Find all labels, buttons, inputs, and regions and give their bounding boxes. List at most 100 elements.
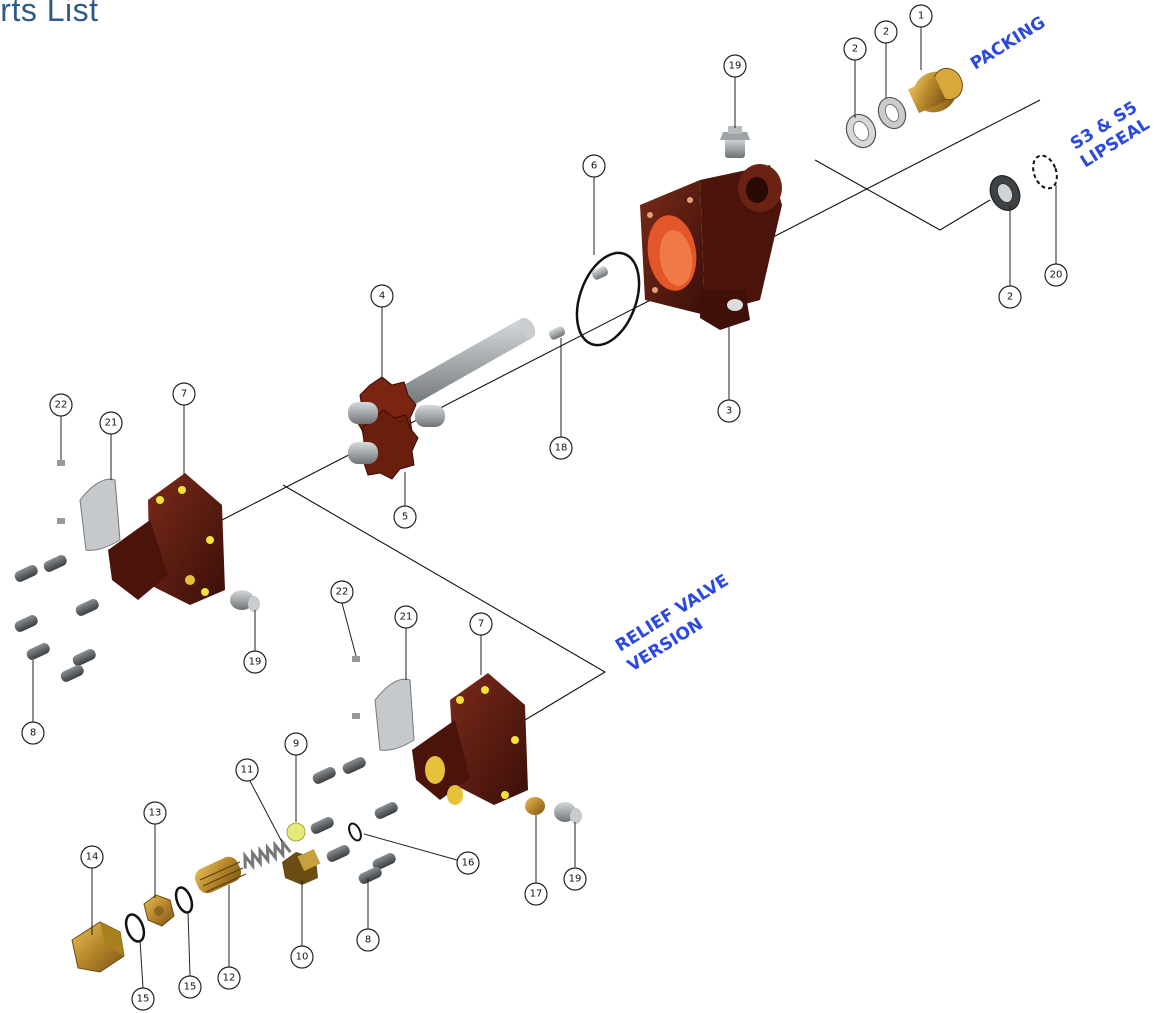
- svg-text:7: 7: [181, 389, 187, 400]
- relief-plug: [230, 590, 260, 612]
- callout-7: 7: [469, 612, 493, 636]
- svg-text:21: 21: [400, 612, 413, 623]
- callout-2: 2: [874, 20, 898, 44]
- callout-21: 21: [99, 411, 123, 435]
- svg-text:22: 22: [55, 400, 68, 411]
- retaining-ring: [1032, 154, 1058, 190]
- gear-shaft-stub: [348, 402, 445, 464]
- screw: [352, 656, 360, 662]
- svg-text:18: 18: [555, 443, 568, 454]
- svg-text:17: 17: [530, 889, 543, 900]
- svg-text:2: 2: [852, 44, 858, 55]
- dowel-pin: [548, 326, 566, 340]
- drive-shaft: [395, 317, 536, 410]
- callout-2: 2: [998, 285, 1022, 309]
- svg-text:12: 12: [223, 973, 236, 984]
- svg-text:8: 8: [365, 935, 371, 946]
- callout-11: 11: [235, 758, 259, 782]
- o-ring-small: [348, 822, 362, 842]
- callout-13: 13: [143, 801, 167, 825]
- relief-valve-head: [412, 673, 528, 805]
- callout-15: 15: [131, 987, 155, 1011]
- svg-text:9: 9: [293, 739, 299, 750]
- packing-ring: [845, 113, 877, 149]
- pump-housing: [640, 164, 782, 330]
- acorn-cap: [71, 921, 125, 973]
- lock-nut: [143, 894, 175, 927]
- o-ring-valve: [174, 886, 194, 914]
- svg-text:1: 1: [918, 11, 924, 22]
- callout-6: 6: [582, 154, 606, 178]
- callout-18: 18: [549, 436, 573, 460]
- callout-21: 21: [394, 605, 418, 629]
- brass-plug: [525, 797, 545, 815]
- svg-text:2: 2: [1007, 292, 1013, 303]
- dowel-pin: [591, 266, 609, 280]
- lipseal: [989, 175, 1021, 211]
- callout-8: 8: [356, 928, 380, 952]
- callout-20: 20: [1044, 263, 1068, 287]
- callout-19: 19: [563, 867, 587, 891]
- svg-text:19: 19: [729, 61, 742, 72]
- o-ring-valve: [124, 913, 146, 943]
- pump-head: [108, 473, 225, 605]
- svg-text:8: 8: [30, 728, 36, 739]
- callout-5: 5: [393, 505, 417, 529]
- callout-22: 22: [330, 580, 354, 604]
- o-ring: [575, 251, 641, 347]
- svg-text:21: 21: [105, 418, 118, 429]
- svg-text:16: 16: [462, 858, 475, 869]
- callout-17: 17: [524, 882, 548, 906]
- callout-22: 22: [49, 393, 73, 417]
- callout-8: 8: [21, 721, 45, 745]
- svg-text:19: 19: [569, 874, 582, 885]
- name-plate: [79, 478, 121, 551]
- screw: [57, 518, 65, 524]
- callout-14: 14: [80, 845, 104, 869]
- relief-plug: [554, 802, 582, 824]
- svg-text:2: 2: [883, 27, 889, 38]
- page-title: arts List: [0, 0, 99, 28]
- callout-9: 9: [284, 732, 308, 756]
- relief-seat: [282, 848, 321, 885]
- relief-spring: [243, 837, 292, 871]
- callout-12: 12: [217, 966, 241, 990]
- name-plate: [374, 678, 415, 751]
- svg-text:7: 7: [478, 619, 484, 630]
- callout-1: 1: [909, 4, 933, 28]
- svg-text:3: 3: [726, 406, 732, 417]
- svg-text:13: 13: [149, 808, 162, 819]
- svg-text:5: 5: [402, 512, 408, 523]
- cap-screw-set: [310, 757, 398, 884]
- leader-lines: [32, 27, 1057, 989]
- svg-text:14: 14: [86, 852, 99, 863]
- callout-19: 19: [723, 54, 747, 78]
- packing-nut: [907, 67, 963, 114]
- svg-text:15: 15: [137, 994, 150, 1005]
- packing-label: PACKING: [967, 13, 1049, 75]
- relief-ball: [286, 822, 306, 842]
- svg-text:20: 20: [1050, 270, 1063, 281]
- screw: [352, 713, 360, 719]
- svg-text:11: 11: [241, 765, 254, 776]
- svg-text:4: 4: [379, 291, 385, 302]
- svg-text:22: 22: [336, 587, 349, 598]
- callout-10: 10: [290, 945, 314, 969]
- svg-text:19: 19: [249, 657, 262, 668]
- callout-2: 2: [843, 37, 867, 61]
- callout-3: 3: [717, 399, 741, 423]
- callout-19: 19: [243, 650, 267, 674]
- callout-15: 15: [178, 975, 202, 999]
- vent-fitting: [720, 126, 750, 158]
- svg-text:6: 6: [591, 161, 597, 172]
- callout-16: 16: [456, 851, 480, 875]
- callout-4: 4: [370, 284, 394, 308]
- packing-ring: [877, 96, 907, 130]
- adjusting-screw: [194, 856, 247, 894]
- svg-text:10: 10: [296, 952, 309, 963]
- callout-7: 7: [172, 382, 196, 406]
- screw: [57, 460, 65, 466]
- cap-screw-set: [14, 555, 99, 682]
- svg-text:15: 15: [184, 982, 197, 993]
